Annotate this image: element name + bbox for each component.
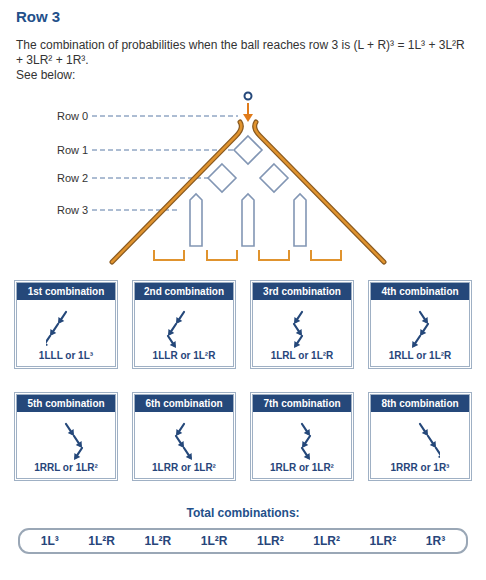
combination-box: 7th combination 1RLR or 1LR² — [250, 392, 354, 481]
combination-box: 2nd combination 1LLR or 1L²R — [132, 280, 236, 369]
path-arrows — [46, 309, 86, 351]
path-arrows — [164, 309, 204, 351]
combination-header: 7th combination — [253, 395, 351, 412]
combination-box: 5th combination 1RRL or 1LR² — [14, 392, 118, 481]
arrowhead — [294, 341, 300, 348]
arrowhead — [422, 317, 428, 324]
bin — [207, 250, 237, 260]
arrowhead — [58, 317, 64, 324]
pegs — [190, 136, 306, 246]
arrowhead — [422, 429, 428, 436]
total-item: 1LR² — [370, 534, 397, 548]
page-title: Row 3 — [16, 8, 60, 25]
total-item: 1L²R — [88, 534, 115, 548]
arrowhead — [186, 453, 192, 460]
arrowhead — [302, 441, 308, 448]
combination-box: 3rd combination 1LRL or 1L²R — [250, 280, 354, 369]
combination-formula: 1RRR or 1R³ — [371, 462, 469, 478]
left-wall — [112, 122, 241, 262]
row-label: Row 3 — [57, 204, 88, 216]
combination-header: 6th combination — [135, 395, 233, 412]
bin-divider — [190, 194, 202, 246]
right-wall — [255, 122, 384, 262]
leader-line — [92, 178, 208, 179]
total-list-box: 1L³ 1L²R 1L²R 1L²R 1LR² 1LR² 1LR² 1R³ — [18, 528, 468, 554]
combination-formula: 1RRL or 1LR² — [17, 462, 115, 478]
combination-header: 5th combination — [17, 395, 115, 412]
combination-box: 1st combination 1LLL or 1L³ — [14, 280, 118, 369]
combination-formula: 1LLL or 1L³ — [17, 350, 115, 366]
row-label: Row 1 — [57, 144, 88, 156]
path-arrows — [282, 309, 322, 351]
combination-formula: 1LLR or 1L²R — [135, 350, 233, 366]
path-arrows — [282, 421, 322, 463]
ball-drop — [243, 93, 253, 123]
total-combinations: Total combinations:1L³1L²R1L²R1L²R1LR²1L… — [18, 506, 468, 554]
peg-diamond — [208, 164, 236, 192]
combination-header: 3rd combination — [253, 283, 351, 300]
arrowhead — [46, 341, 48, 348]
arrowhead — [296, 329, 302, 336]
leader-line — [92, 150, 234, 151]
arrowhead — [68, 429, 74, 436]
combination-formula: 1LRL or 1L²R — [253, 350, 351, 366]
total-item: 1L²R — [145, 534, 172, 548]
combination-header: 4th combination — [371, 283, 469, 300]
bin — [259, 250, 289, 260]
path-arrows — [400, 421, 440, 463]
intro-text: The combination of probabilities when th… — [16, 38, 471, 68]
row-label: Row 0 — [57, 110, 88, 122]
path-arrows — [46, 421, 86, 463]
arrowhead — [304, 453, 310, 460]
combination-box: 8th combination 1RRR or 1R³ — [368, 392, 472, 481]
drop-arrowhead — [243, 114, 253, 122]
arrowhead — [176, 317, 182, 324]
arrowhead — [304, 429, 310, 436]
arrowhead — [50, 329, 56, 336]
leader-line — [92, 116, 238, 117]
combination-formula: 1RLR or 1LR² — [253, 462, 351, 478]
total-heading: Total combinations: — [18, 506, 468, 520]
ball — [245, 93, 252, 100]
combination-header: 1st combination — [17, 283, 115, 300]
total-item: 1L³ — [41, 534, 59, 548]
path-arrows — [164, 421, 204, 463]
peg-diamond — [260, 164, 288, 192]
combination-formula: 1RLL or 1L²R — [371, 350, 469, 366]
combination-box: 4th combination 1RLL or 1L²R — [368, 280, 472, 369]
combination-formula: 1LRR or 1LR² — [135, 462, 233, 478]
arrowhead — [438, 453, 440, 460]
total-item: 1LR² — [313, 534, 340, 548]
bin — [311, 250, 341, 260]
arrowhead — [170, 341, 176, 348]
row-label: Row 2 — [57, 172, 88, 184]
total-item: 1R³ — [426, 534, 445, 548]
path-arrows — [400, 309, 440, 351]
peg-diamond — [234, 136, 262, 164]
left-wall — [112, 122, 241, 262]
combination-box: 6th combination 1LRR or 1LR² — [132, 392, 236, 481]
arrowhead — [412, 341, 418, 348]
row-leader-lines — [92, 116, 238, 210]
arrowhead — [294, 317, 300, 324]
bin — [154, 250, 184, 260]
arrowhead — [420, 329, 426, 336]
intro-text: See below: — [16, 68, 471, 83]
arrowhead — [168, 329, 174, 336]
bin-divider — [242, 194, 254, 246]
board-walls — [112, 122, 384, 262]
arrowhead — [178, 441, 184, 448]
arrowhead — [430, 441, 436, 448]
combination-header: 2nd combination — [135, 283, 233, 300]
arrowhead — [176, 429, 182, 436]
bins — [154, 250, 341, 260]
bin-divider — [294, 194, 306, 246]
total-item: 1L²R — [201, 534, 228, 548]
right-wall — [255, 122, 384, 262]
arrowhead — [76, 441, 82, 448]
combination-header: 8th combination — [371, 395, 469, 412]
arrowhead — [74, 453, 80, 460]
total-item: 1LR² — [257, 534, 284, 548]
